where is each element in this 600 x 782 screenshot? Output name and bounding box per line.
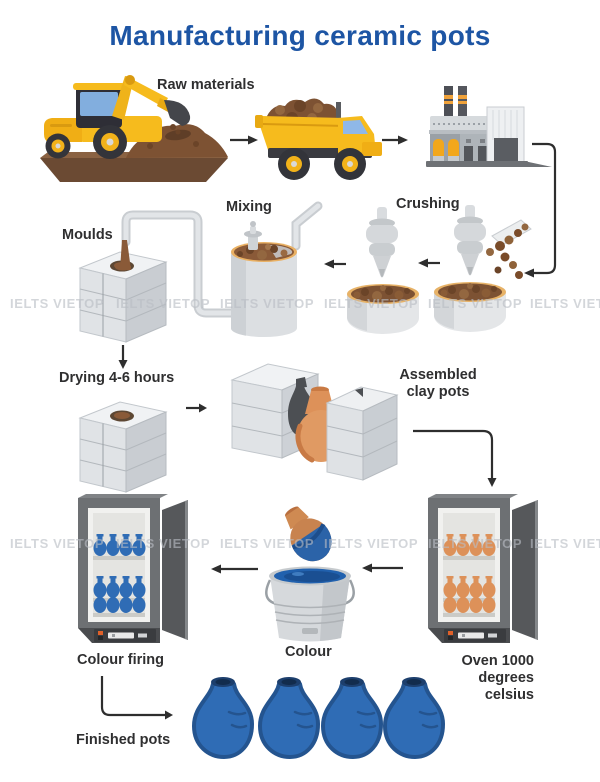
label-drying: Drying 4-6 hours — [59, 370, 175, 386]
excavator-illustration — [40, 75, 228, 182]
moulds-illustration — [79, 240, 167, 343]
arrow-crusher-to-crusher — [418, 258, 440, 268]
dump-truck-illustration — [255, 98, 382, 180]
finished-pots-illustration — [192, 675, 445, 759]
arrow-crushing-to-mixing — [324, 259, 346, 269]
arrow-assembly-to-oven — [413, 429, 497, 487]
oven-1000-illustration — [428, 494, 538, 643]
arrow-truck-to-factory — [382, 135, 408, 145]
arrow-drying-to-assembly — [186, 403, 207, 413]
mixing-tank-illustration — [121, 201, 323, 337]
arrow-firing-to-finished — [100, 676, 173, 720]
label-crushing: Crushing — [396, 196, 460, 212]
label-oven: Oven 1000 degrees celsius — [461, 653, 534, 704]
arrow-moulds-to-drying — [118, 345, 128, 369]
colour-bucket-illustration — [265, 506, 355, 642]
label-moulds: Moulds — [62, 227, 113, 243]
dipped-pot-illustration — [285, 506, 332, 562]
label-mixing: Mixing — [226, 199, 272, 215]
label-raw-materials: Raw materials — [157, 77, 255, 93]
drying-mould-illustration — [79, 401, 167, 493]
colour-firing-oven-illustration — [78, 494, 188, 643]
assembled-mould-illustration — [230, 363, 399, 481]
label-assembled-clay-pots: Assembled clay pots — [399, 367, 477, 401]
crushing-machines-illustration — [347, 205, 532, 334]
label-colour: Colour — [285, 644, 332, 660]
page-title: Manufacturing ceramic pots — [109, 20, 491, 51]
factory-illustration — [426, 86, 552, 167]
arrow-factory-to-crushing — [524, 142, 557, 278]
label-finished-pots: Finished pots — [76, 732, 171, 748]
arrow-excavator-to-truck — [230, 135, 258, 145]
arrow-colour-to-firing — [211, 564, 258, 574]
label-colour-firing: Colour firing — [77, 652, 164, 668]
arrow-oven-to-colour — [362, 563, 403, 573]
